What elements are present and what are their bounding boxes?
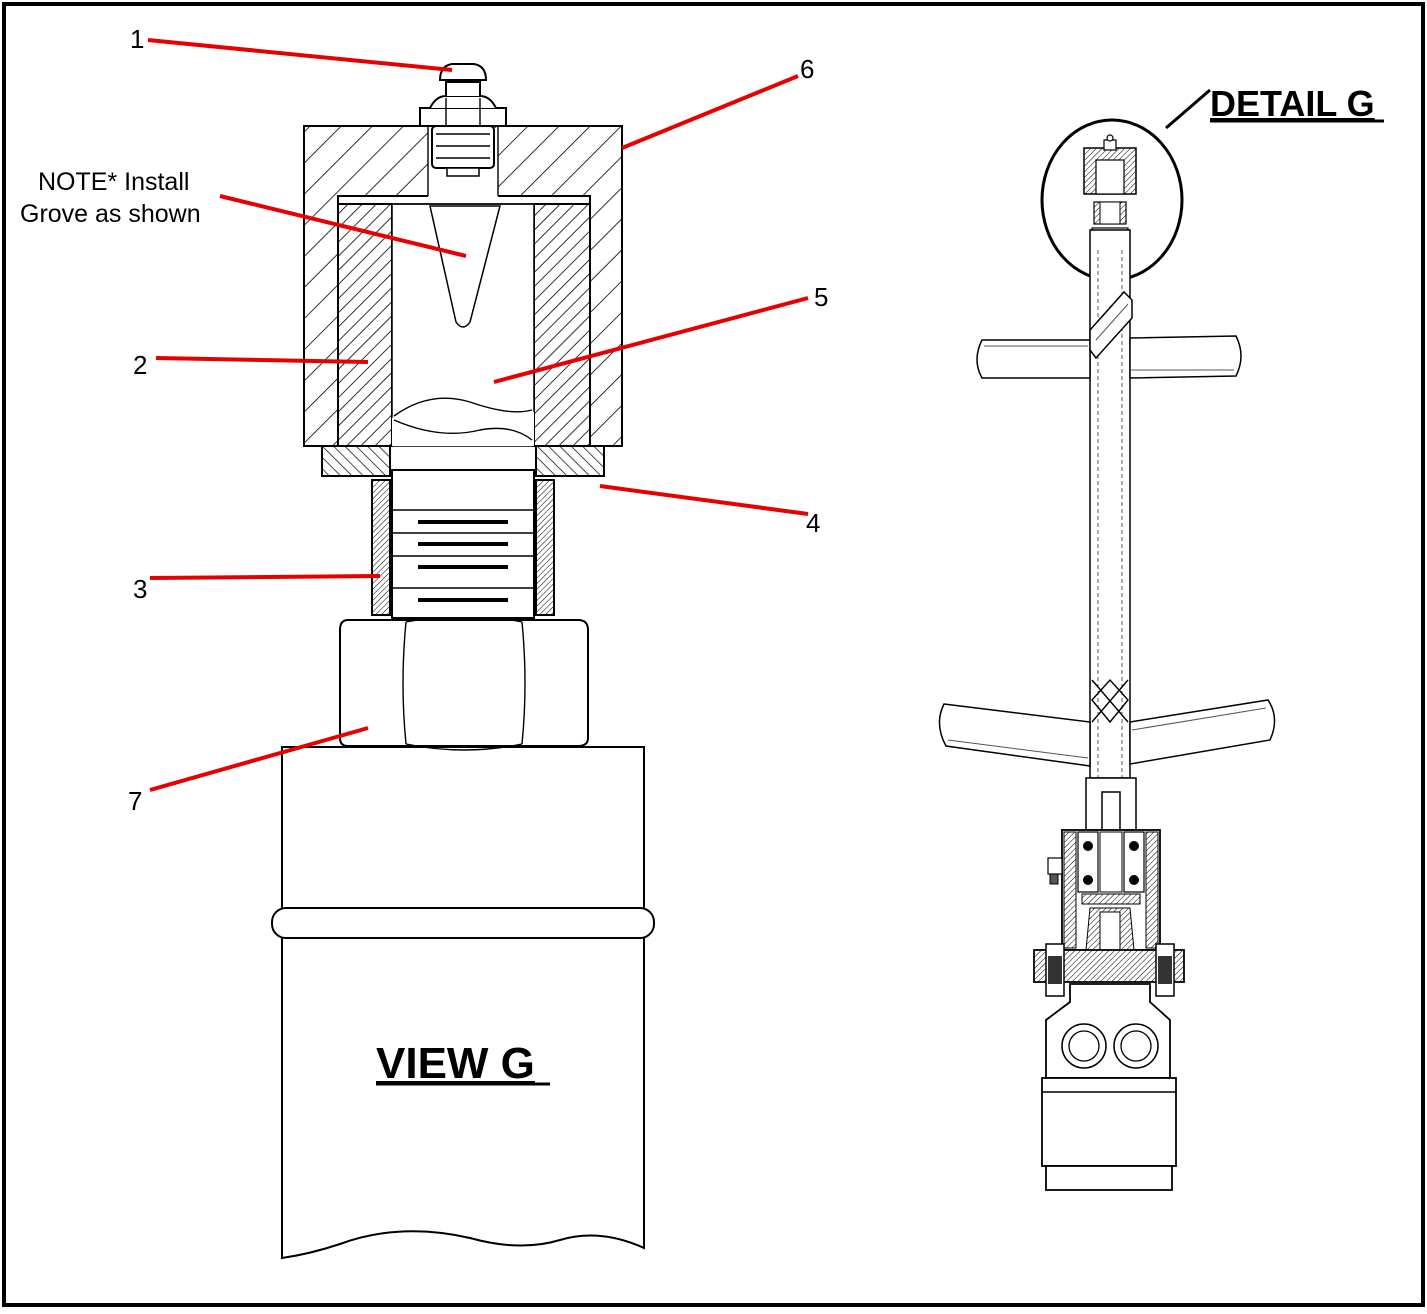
callout-4: 4 xyxy=(806,508,820,538)
leader-6 xyxy=(621,74,799,150)
detail-title: DETAIL G xyxy=(1210,83,1375,124)
upper-blade xyxy=(976,290,1242,379)
note-line-2: Grove as shown xyxy=(20,200,201,228)
hex-nut xyxy=(339,615,589,751)
grease-fitting xyxy=(419,63,507,177)
callout-1: 1 xyxy=(130,24,144,54)
leader-3 xyxy=(149,574,381,580)
callout-6: 6 xyxy=(800,54,814,84)
motor-band xyxy=(271,907,655,939)
view-title: VIEW G xyxy=(376,1039,535,1088)
leader-note xyxy=(219,194,467,258)
callout-7: 7 xyxy=(128,786,142,816)
shaft xyxy=(391,469,535,619)
threaded-sleeve xyxy=(371,479,555,616)
view-g-drawing: 1 2 3 4 5 6 7 NOTE* Install Grove as sho… xyxy=(20,24,828,1260)
motor-body xyxy=(271,746,655,1260)
leader-7 xyxy=(149,726,369,792)
washer xyxy=(321,445,605,477)
detail-g-drawing: DETAIL G xyxy=(938,83,1384,1191)
bushing xyxy=(337,203,591,447)
lower-blade xyxy=(938,699,1276,767)
gearbox xyxy=(1041,983,1177,1191)
mini-cap xyxy=(1083,134,1137,251)
shaft-coupling xyxy=(1085,777,1137,831)
detail-leader xyxy=(1165,88,1211,130)
leader-2 xyxy=(155,356,369,364)
leader-1 xyxy=(147,38,453,72)
note-line-1: NOTE* Install xyxy=(38,168,189,196)
callout-3: 3 xyxy=(133,574,147,604)
leader-5 xyxy=(493,296,809,384)
callout-2: 2 xyxy=(133,350,147,380)
leader-4 xyxy=(599,484,809,516)
bearing-housing xyxy=(1047,829,1161,951)
mounting-flange xyxy=(1033,943,1185,997)
callout-5: 5 xyxy=(814,282,828,312)
